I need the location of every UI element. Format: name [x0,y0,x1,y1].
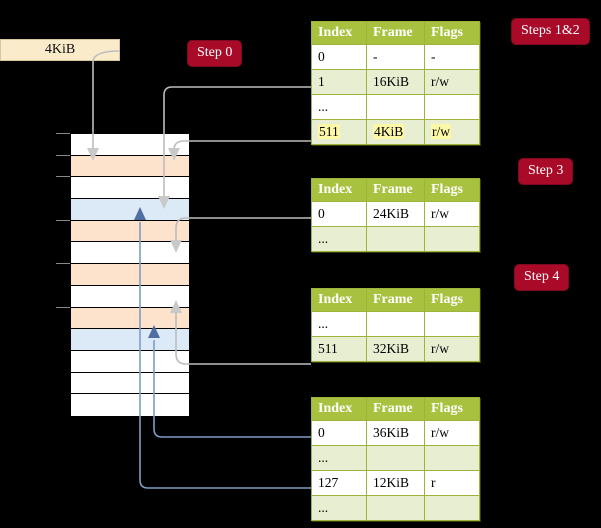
memory-frame-row [71,199,189,221]
table-cell [424,226,480,252]
table-cell: 0 [311,201,367,227]
table-cell: r/w [424,119,480,145]
table-cell: r/w [424,69,480,95]
column-header-index: Index [311,288,367,312]
memory-frame-row [71,242,189,265]
table-cell: 16KiB [366,69,425,95]
source-frame-label: 4KiB [44,42,76,57]
table-cell: r/w [424,336,480,362]
table-cell: ... [311,445,367,471]
table-cell: 36KiB [366,420,425,446]
table-cell: 32KiB [366,336,425,362]
table-cell: 12KiB [366,470,425,496]
physical-memory-column [70,133,190,416]
memory-tick [56,263,70,265]
table-cell: r/w [424,420,480,446]
table-cell: ... [311,226,367,252]
table-cell [366,311,425,337]
memory-frame-row [71,220,189,243]
table-cell [366,94,425,120]
step-badge-step-0: Step 0 [188,41,242,66]
column-header-flags: Flags [424,288,480,312]
table-row: ... [311,226,480,252]
table-cell [424,311,480,337]
table-cell [366,226,425,252]
step-badge-steps-1-2: Steps 1&2 [512,19,589,44]
table-row: 511 4KiB r/w [311,119,480,145]
table-cell: - [424,44,480,70]
highlighted-value: 511 [318,124,340,139]
table-row: ... [311,445,480,471]
memory-frame-row [71,134,189,156]
table-cell: r [424,470,480,496]
table-cell: 0 [311,420,367,446]
memory-tick [56,306,70,308]
memory-tick [56,219,70,221]
table-row: ... [311,311,480,337]
memory-frame-row [71,329,189,351]
memory-frame-row [71,177,189,200]
table-cell [366,495,425,521]
table-row: ... [311,94,480,120]
column-header-flags: Flags [424,397,480,421]
source-frame-box: 4KiB [0,39,120,61]
memory-frame-row [71,285,189,308]
column-header-index: Index [311,21,367,45]
column-header-index: Index [311,397,367,421]
column-header-frame: Frame [366,21,425,45]
table-row: ... [311,495,480,521]
column-header-frame: Frame [366,288,425,312]
table-cell: - [366,44,425,70]
table-cell: 1 [311,69,367,95]
table-cell [424,495,480,521]
table-cell: 24KiB [366,201,425,227]
memory-frame-row [71,372,189,395]
column-header-frame: Frame [366,178,425,202]
highlighted-value: 4KiB [373,124,405,139]
table-cell [424,94,480,120]
table-cell [424,445,480,471]
table-row: 0-- [311,44,480,70]
table-cell: 511 [311,119,367,145]
column-header-frame: Frame [366,397,425,421]
table-cell: ... [311,495,367,521]
memory-frame-row [71,264,189,286]
memory-tick [56,154,70,156]
step-badge-step-4: Step 4 [515,265,569,290]
table-cell: r/w [424,201,480,227]
step-badge-step-3: Step 3 [519,159,573,184]
table-cell: 4KiB [366,119,425,145]
column-header-flags: Flags [424,21,480,45]
memory-frame-row [71,155,189,178]
table-cell: ... [311,94,367,120]
table-cell: ... [311,311,367,337]
table-cell [366,445,425,471]
memory-tick [56,133,70,134]
table-cell: 511 [311,336,367,362]
memory-tick [56,176,70,178]
highlighted-value: r/w [431,124,451,139]
memory-frame-row [71,394,189,416]
table-cell: 127 [311,470,367,496]
column-header-flags: Flags [424,178,480,202]
table-cell: 0 [311,44,367,70]
memory-frame-row [71,350,189,373]
column-header-index: Index [311,178,367,202]
memory-frame-row [71,307,189,330]
